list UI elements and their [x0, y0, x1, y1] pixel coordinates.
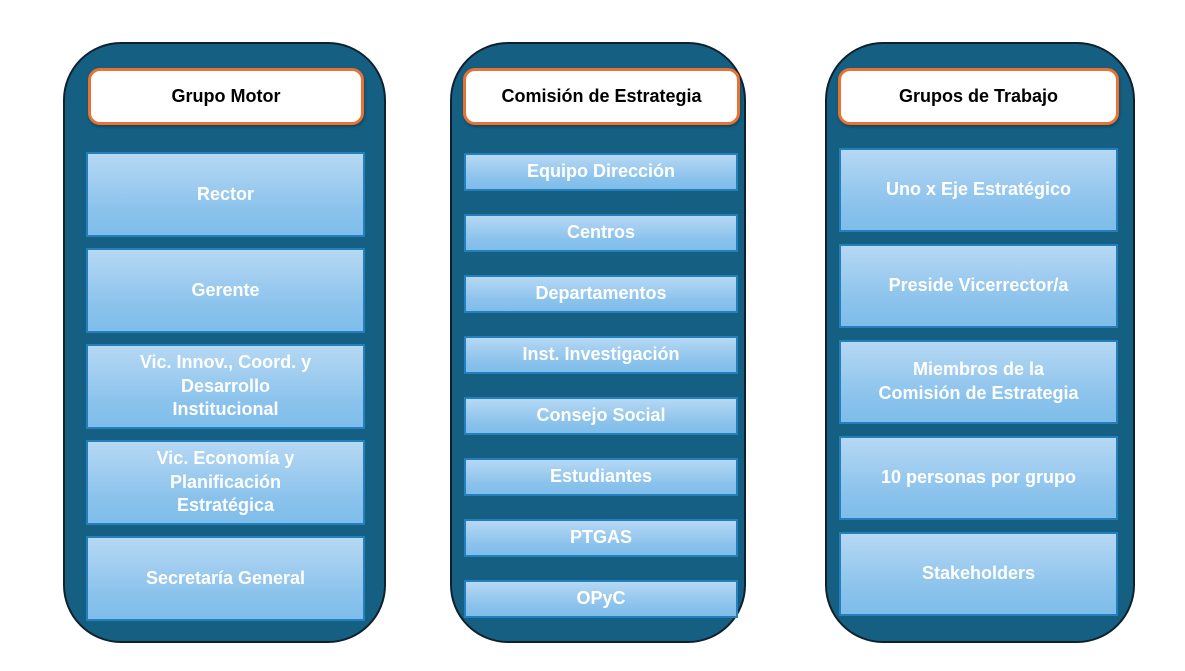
org-box-preside-vicerrector: Preside Vicerrector/a	[839, 244, 1118, 328]
org-box-miembros-comision: Miembros de la Comisión de Estrategia	[839, 340, 1118, 424]
org-box-uno-eje-estrategico: Uno x Eje Estratégico	[839, 148, 1118, 232]
org-box-vic-innovacion: Vic. Innov., Coord. y Desarrollo Institu…	[86, 344, 365, 429]
org-box-opyc: OPyC	[464, 580, 738, 618]
org-box-departamentos: Departamentos	[464, 275, 738, 313]
org-box-gerente: Gerente	[86, 248, 365, 333]
org-box-centros: Centros	[464, 214, 738, 252]
org-box-10-personas: 10 personas por grupo	[839, 436, 1118, 520]
org-box-secretaria-general: Secretaría General	[86, 536, 365, 621]
panel-title-grupo-motor: Grupo Motor	[88, 68, 364, 125]
grupos-trabajo-items: Uno x Eje Estratégico Preside Vicerrecto…	[839, 148, 1118, 616]
org-box-consejo-social: Consejo Social	[464, 397, 738, 435]
panel-comision-estrategia: Comisión de Estrategia Equipo Dirección …	[450, 42, 746, 643]
panel-grupos-trabajo: Grupos de Trabajo Uno x Eje Estratégico …	[825, 42, 1135, 643]
panel-title-grupos-trabajo: Grupos de Trabajo	[838, 68, 1119, 125]
panel-title-comision-estrategia: Comisión de Estrategia	[463, 68, 740, 125]
org-box-stakeholders: Stakeholders	[839, 532, 1118, 616]
grupo-motor-items: Rector Gerente Vic. Innov., Coord. y Des…	[86, 152, 365, 621]
panel-grupo-motor: Grupo Motor Rector Gerente Vic. Innov., …	[63, 42, 386, 643]
org-box-ptgas: PTGAS	[464, 519, 738, 557]
comision-estrategia-items: Equipo Dirección Centros Departamentos I…	[464, 153, 738, 618]
org-box-inst-investigacion: Inst. Investigación	[464, 336, 738, 374]
org-box-estudiantes: Estudiantes	[464, 458, 738, 496]
org-box-vic-economia: Vic. Economía y Planificación Estratégic…	[86, 440, 365, 525]
org-box-equipo-direccion: Equipo Dirección	[464, 153, 738, 191]
org-box-rector: Rector	[86, 152, 365, 237]
